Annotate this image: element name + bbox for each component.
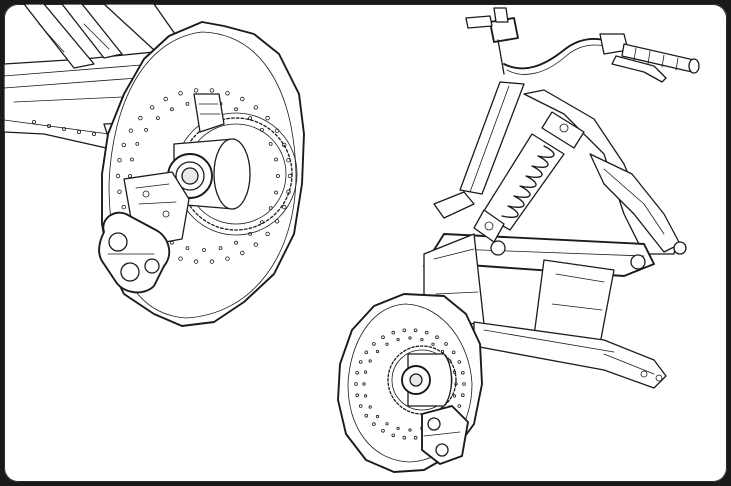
disc-hole <box>225 256 230 261</box>
disc-hole <box>363 394 368 398</box>
rear-brake-hub-closeup <box>4 4 700 473</box>
disc-hole <box>225 91 230 96</box>
shock-absorber <box>473 111 585 243</box>
disc-hole <box>358 404 363 408</box>
disc-hole <box>128 128 134 133</box>
disc-hole <box>381 335 385 340</box>
disc-hole <box>121 204 126 210</box>
disc-hole <box>375 414 380 419</box>
swingarm-front <box>433 191 667 389</box>
disc-hole <box>358 360 363 364</box>
disc-hole <box>372 422 376 426</box>
disc-hole <box>451 350 456 355</box>
disc-hole <box>413 435 418 440</box>
disc-hole <box>240 96 245 102</box>
disc-hole <box>274 190 279 195</box>
disc-hole <box>155 116 160 120</box>
disc-hole <box>163 96 168 102</box>
disc-hole <box>408 336 412 340</box>
disc-hole <box>452 394 456 398</box>
disc-hole <box>144 128 149 132</box>
disc-hole <box>253 105 258 110</box>
disc-hole <box>149 105 155 110</box>
disc-hole <box>402 435 407 440</box>
disc-hole <box>193 259 199 264</box>
disc-hole <box>385 422 389 426</box>
disc-hole <box>391 330 396 335</box>
frame <box>423 81 687 345</box>
disc-hole <box>364 413 369 418</box>
disc-hole <box>420 337 424 342</box>
brake-caliper-front <box>421 405 469 465</box>
disc-hole <box>424 330 429 335</box>
disc-hole <box>396 337 400 342</box>
disc-hole <box>355 393 360 398</box>
disc-hole <box>457 360 462 364</box>
disc-hole <box>462 382 466 386</box>
disc-hole <box>381 428 385 433</box>
disc-hole <box>240 250 245 256</box>
disc-hole <box>460 370 465 375</box>
disc-hole <box>408 428 412 432</box>
disc-hole <box>368 359 372 363</box>
disc-hole <box>391 433 396 438</box>
brake-lever <box>611 55 667 83</box>
disc-hole <box>362 382 366 386</box>
disc-hole <box>130 157 134 162</box>
disc-hole <box>135 141 140 146</box>
disc-hole <box>274 157 279 162</box>
disc-hole <box>234 240 239 245</box>
disc-hole <box>202 248 206 252</box>
disc-hole <box>375 349 380 354</box>
disc-hole <box>185 246 190 251</box>
disc-hole <box>253 242 258 247</box>
hub-front <box>387 345 457 415</box>
handlebar <box>489 17 629 75</box>
disc-hole <box>117 157 122 163</box>
disc-hole <box>218 246 223 251</box>
disc-hole <box>363 370 368 374</box>
disc-hole <box>431 342 435 346</box>
disc-hole <box>282 204 287 210</box>
disc-hole <box>248 116 253 120</box>
disc-hole <box>385 342 389 346</box>
disc-hole <box>117 189 122 194</box>
disc-hole <box>193 88 199 93</box>
disc-hole <box>402 328 407 333</box>
disc-hole <box>396 426 400 430</box>
disc-hole <box>368 405 372 409</box>
disc-hole <box>169 107 174 112</box>
disc-hole <box>209 259 215 264</box>
drawing-panel <box>4 4 727 482</box>
disc-hole <box>115 173 121 179</box>
disc-hole <box>209 88 215 93</box>
disc-hole <box>268 141 273 146</box>
disc-hole <box>457 404 462 408</box>
disc-hole <box>413 328 418 333</box>
disc-hole <box>435 335 439 340</box>
disc-hole <box>265 231 270 237</box>
disc-hole <box>355 370 360 375</box>
disc-hole <box>234 107 239 112</box>
grip-left <box>465 7 509 29</box>
disc-hole <box>444 342 448 346</box>
disc-hole <box>265 115 270 121</box>
disc-hole <box>178 256 183 261</box>
disc-hole <box>185 102 190 106</box>
disc-hole <box>178 91 183 96</box>
grip <box>621 43 700 74</box>
disc-hole <box>364 350 369 355</box>
disc-hole <box>121 142 126 148</box>
disc-hole <box>460 393 465 398</box>
disc-hole <box>276 174 280 178</box>
disc-hole <box>354 382 358 386</box>
disc-hole <box>138 115 143 121</box>
brake-caliper <box>98 171 190 294</box>
disc-hole <box>372 342 376 346</box>
